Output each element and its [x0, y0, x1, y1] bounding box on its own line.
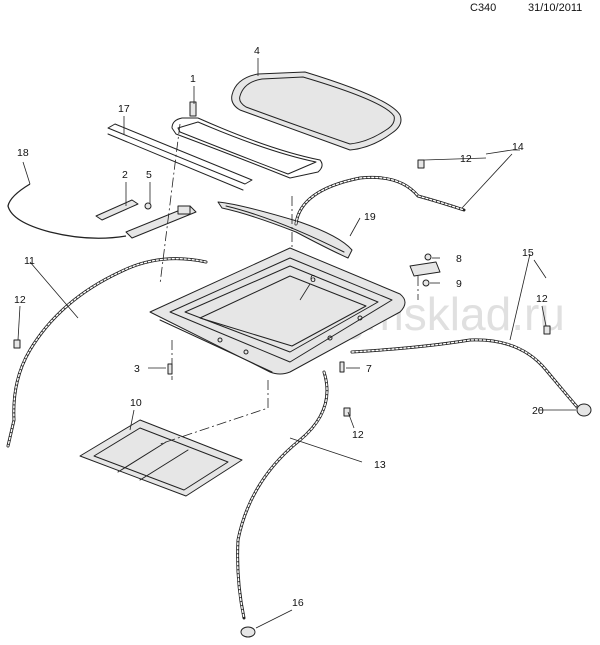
part-2-guide	[95, 199, 139, 221]
leader-lines	[17, 58, 576, 629]
diagram-code: C340	[470, 2, 497, 14]
callout-13: 13	[374, 459, 386, 471]
callout-3: 3	[134, 363, 140, 375]
callout-4: 4	[254, 45, 260, 57]
part-6-sunroof-frame	[149, 247, 406, 375]
callout-17: 17	[118, 103, 130, 115]
callout-7: 7	[366, 363, 372, 375]
part-20-drain-valve	[576, 403, 592, 417]
part-8-screw	[424, 253, 432, 261]
part-4-glass-panel	[231, 71, 402, 151]
callout-9: 9	[456, 278, 462, 290]
callout-12-front-left: 12	[14, 294, 26, 306]
part-14-drain-hose-front-right	[294, 175, 466, 226]
part-12-clip-rear-right	[543, 325, 551, 335]
diagram-date: 31/10/2011	[528, 2, 583, 14]
callout-16: 16	[292, 597, 304, 609]
part-15-drain-hose-rear-right	[350, 338, 580, 410]
callout-12-rear-right: 12	[536, 293, 548, 305]
part-11-drain-hose-front-left	[6, 257, 208, 448]
callout-14: 14	[512, 141, 524, 153]
callout-19: 19	[364, 211, 376, 223]
callout-20: 20	[532, 405, 544, 417]
callout-11: 11	[24, 255, 35, 267]
part-10-sunshade	[79, 419, 243, 497]
callout-18: 18	[17, 147, 29, 159]
part-12-clip-front-right	[417, 159, 425, 169]
part-12-clip-rear-left	[343, 407, 351, 417]
callout-8: 8	[456, 253, 462, 265]
part-12-clip-front-left	[13, 339, 21, 349]
callout-12-rear-left: 12	[352, 429, 364, 441]
part-16-drain-valve	[240, 626, 256, 638]
part-19-wind-deflector	[217, 201, 353, 259]
part-17-seal-strip	[107, 123, 253, 191]
callout-2: 2	[122, 169, 128, 181]
part-9-bracket	[409, 261, 441, 287]
callout-1: 1	[190, 73, 196, 85]
callout-15: 15	[522, 247, 534, 259]
part-3-screw	[167, 363, 173, 375]
assembly-line-1	[159, 123, 181, 285]
part-5-screw	[144, 202, 152, 210]
callout-12-front-right: 12	[460, 153, 472, 165]
assembly-line-10	[159, 380, 269, 445]
part-18-drive-cable	[7, 183, 197, 239]
part-13-drain-hose-rear-left	[236, 370, 329, 620]
callout-10: 10	[130, 397, 142, 409]
part-1-panel-frame	[171, 101, 323, 179]
callout-6: 6	[310, 273, 316, 285]
part-7-screw	[339, 361, 345, 373]
callout-5: 5	[146, 169, 152, 181]
